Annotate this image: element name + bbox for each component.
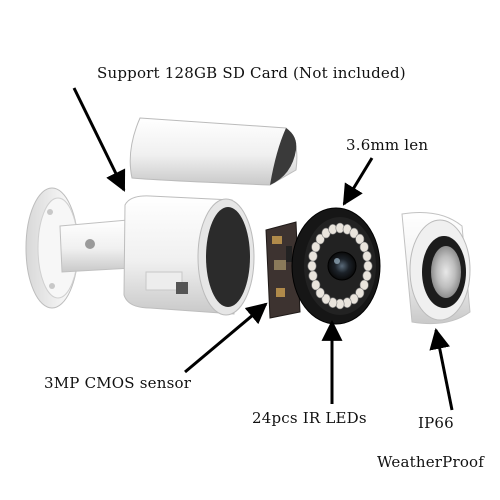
wall-mount (25, 187, 133, 309)
label-ip-rating: IP66 (418, 414, 454, 432)
ir-led (311, 241, 321, 253)
ir-led (362, 250, 372, 262)
ir-led (308, 270, 318, 282)
arrow-icon (72, 87, 126, 192)
ir-led-ring (291, 207, 381, 325)
ir-led (359, 279, 369, 291)
ir-led (359, 241, 369, 253)
callout-arrows (72, 87, 454, 411)
ir-led (308, 250, 318, 262)
circuit-board (265, 221, 301, 319)
label-weatherproof: WeatherProof (377, 453, 485, 471)
main-housing (123, 195, 255, 316)
ir-led (315, 287, 325, 299)
ir-led (315, 233, 325, 245)
arrow-icon (429, 327, 454, 411)
ir-led (349, 227, 359, 239)
ir-led (362, 270, 372, 282)
ir-led (311, 279, 321, 291)
ir-led (363, 260, 373, 272)
front-cover (401, 212, 471, 325)
label-sd-card: Support 128GB SD Card (Not included) (97, 64, 406, 82)
sun-shield (129, 117, 298, 186)
arrow-icon (184, 302, 268, 374)
ir-led (307, 260, 317, 272)
ir-led (355, 287, 365, 299)
ir-led (355, 233, 365, 245)
label-lens: 3.6mm len (346, 136, 429, 154)
label-ir-leds: 24pcs IR LEDs (252, 409, 367, 427)
ir-led (321, 293, 331, 305)
label-cmos-sensor: 3MP CMOS sensor (44, 374, 192, 392)
arrow-icon (342, 157, 374, 206)
